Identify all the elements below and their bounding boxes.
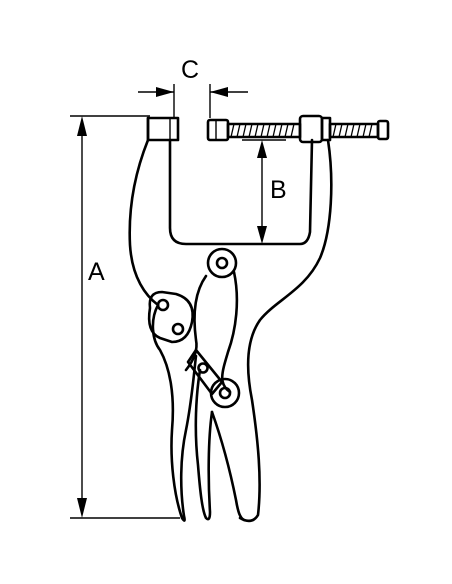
left-handle bbox=[151, 274, 208, 522]
dimension-c: C bbox=[138, 56, 248, 118]
dimension-a-label: A bbox=[88, 258, 105, 286]
lower-pivot bbox=[209, 377, 241, 409]
dimension-c-label: C bbox=[181, 56, 199, 84]
dimension-b-label: B bbox=[270, 176, 287, 204]
link-plate bbox=[147, 290, 194, 344]
upper-pivot bbox=[206, 247, 238, 279]
adjusting-screw bbox=[206, 114, 390, 144]
dimension-b: B bbox=[242, 139, 287, 244]
dimension-a: A bbox=[70, 115, 180, 519]
fixed-jaw-frame bbox=[128, 116, 333, 523]
